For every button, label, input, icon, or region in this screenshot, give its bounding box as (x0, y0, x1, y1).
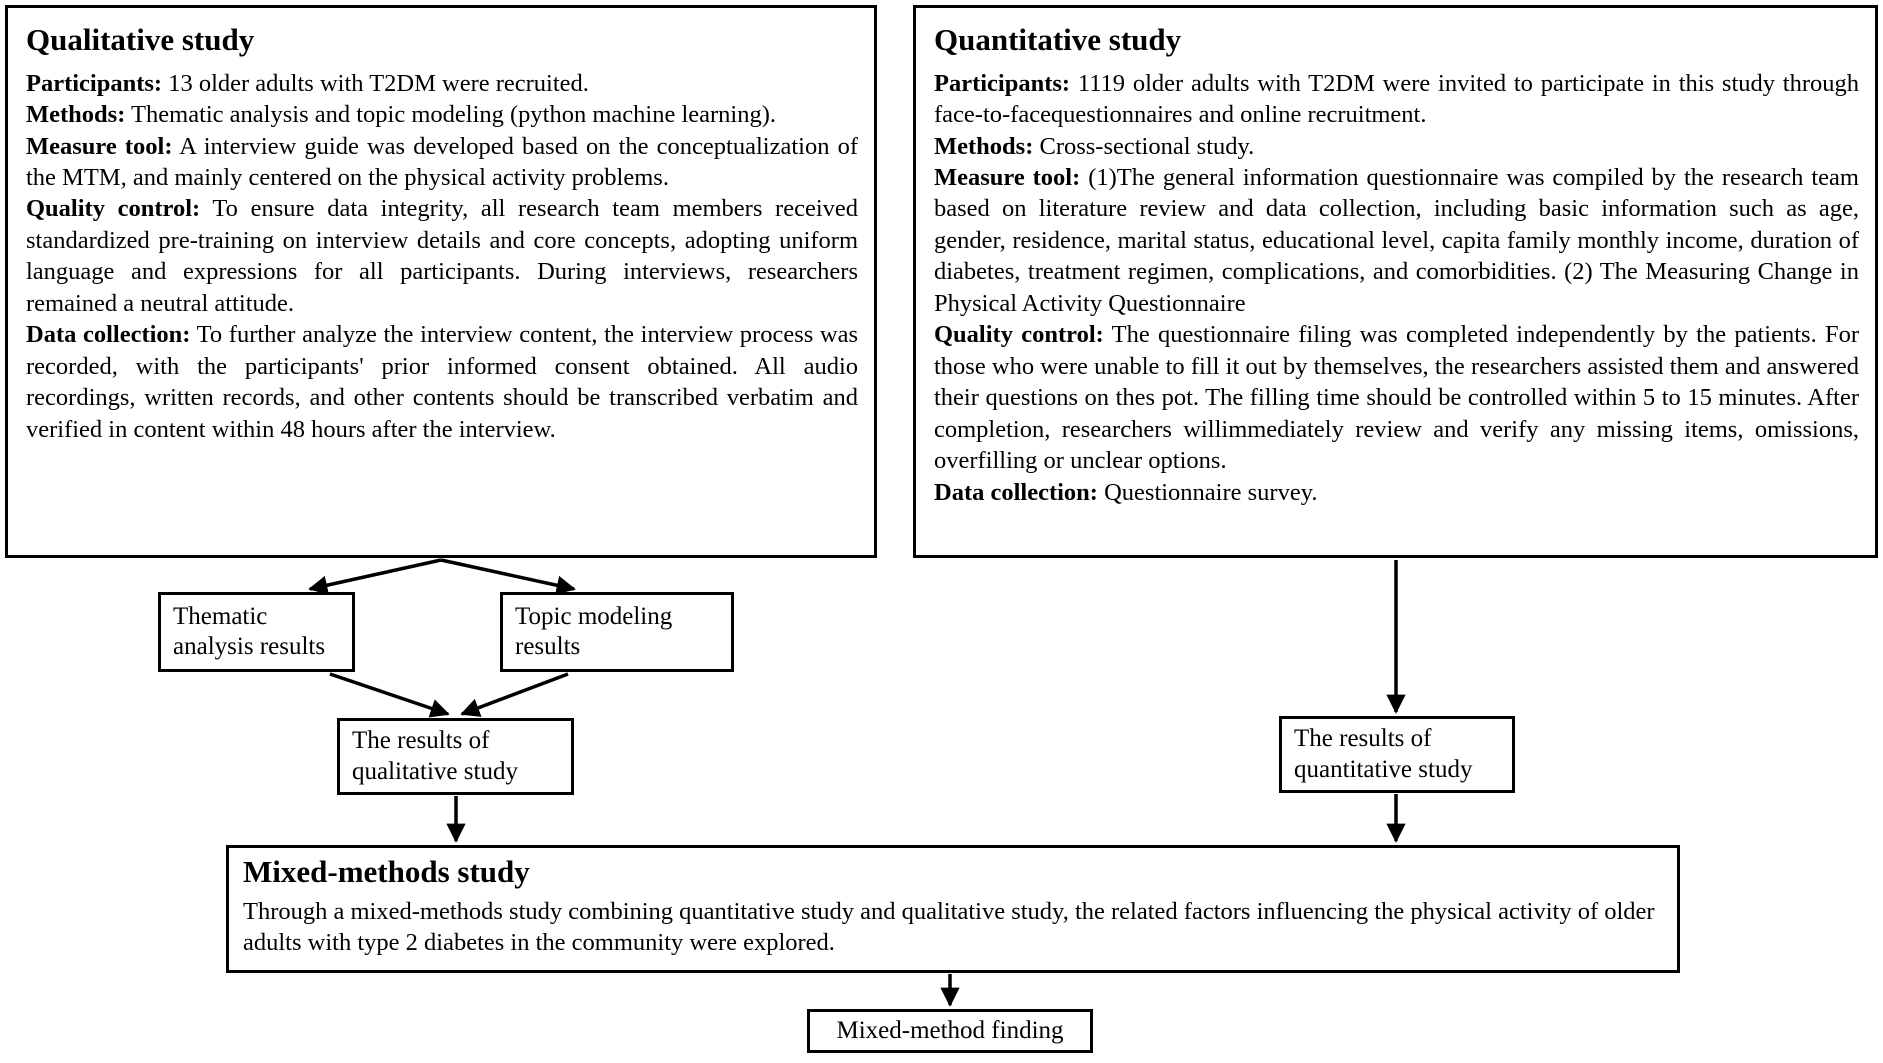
arrow-qualitative-to-thematic (308, 558, 442, 595)
quantitative-measure-tool-line: Measure tool: (1)The general information… (934, 162, 1859, 319)
quantitative-methods-label: Methods: (934, 132, 1034, 160)
quantitative-measure-tool-label: Measure tool: (934, 163, 1081, 191)
qualitative-results-label: The results of qualitative study (352, 727, 518, 785)
qualitative-study-box: Qualitative study Participants: 13 older… (5, 5, 877, 558)
qualitative-data-collection-label: Data collection: (26, 321, 191, 349)
qualitative-measure-tool-line: Measure tool: A interview guide was deve… (26, 131, 858, 194)
quantitative-quality-control-text: The questionnaire filing was completed i… (934, 321, 1859, 475)
qualitative-measure-tool-label: Measure tool: (26, 132, 173, 160)
arrow-qualitative-to-topic (440, 558, 576, 595)
quantitative-results-label: The results of quantitative study (1294, 725, 1473, 783)
topic-modeling-results-label: Topic modeling results (515, 602, 673, 661)
qualitative-methods-text: Thematic analysis and topic modeling (py… (125, 101, 777, 129)
qualitative-methods-line: Methods: Thematic analysis and topic mod… (26, 99, 858, 130)
arrow-topic-to-qualitative-results (460, 672, 569, 717)
qualitative-measure-tool-text: A interview guide was developed based on… (26, 132, 858, 191)
qualitative-quality-control-label: Quality control: (26, 195, 201, 223)
quantitative-methods-line: Methods: Cross-sectional study. (934, 131, 1859, 162)
qualitative-study-title: Qualitative study (26, 22, 255, 57)
quantitative-data-collection-text: Questionnaire survey. (1097, 478, 1318, 506)
mixed-methods-study-box: Mixed-methods study Through a mixed-meth… (226, 845, 1680, 973)
qualitative-results-box: The results of qualitative study (337, 718, 574, 795)
thematic-analysis-results-label: Thematic analysis results (173, 602, 326, 661)
mixed-methods-study-title: Mixed-methods study (243, 854, 530, 889)
mixed-method-finding-label: Mixed-method finding (836, 1017, 1064, 1044)
quantitative-participants-text: 1119 older adults with T2DM were invited… (934, 69, 1859, 129)
quantitative-results-box: The results of quantitative study (1279, 716, 1515, 793)
topic-modeling-results-box: Topic modeling results (500, 592, 734, 672)
quantitative-quality-control-label: Quality control: (934, 321, 1104, 349)
qualitative-participants-line: Participants: 13 older adults with T2DM … (26, 68, 858, 99)
quantitative-measure-tool-text: (1)The general information questionnaire… (934, 163, 1859, 317)
quantitative-study-box: Quantitative study Participants: 1119 ol… (913, 5, 1878, 558)
quantitative-participants-line: Participants: 1119 older adults with T2D… (934, 68, 1859, 131)
qualitative-participants-label: Participants: (26, 69, 163, 97)
quantitative-methods-text: Cross-sectional study. (1033, 132, 1255, 160)
mixed-methods-study-body: Through a mixed-methods study combining … (243, 897, 1655, 957)
arrow-thematic-to-qualitative-results (329, 672, 450, 718)
qualitative-data-collection-line: Data collection: To further analyze the … (26, 319, 858, 445)
qualitative-participants-text: 13 older adults with T2DM were recruited… (162, 69, 589, 97)
mixed-method-finding-box: Mixed-method finding (807, 1009, 1093, 1053)
qualitative-quality-control-line: Quality control: To ensure data integrit… (26, 193, 858, 319)
qualitative-data-collection-text: To further analyze the interview content… (26, 321, 858, 443)
qualitative-methods-label: Methods: (26, 101, 126, 129)
quantitative-participants-label: Participants: (934, 69, 1071, 97)
quantitative-data-collection-label: Data collection: (934, 478, 1098, 506)
thematic-analysis-results-box: Thematic analysis results (158, 592, 355, 672)
quantitative-data-collection-line: Data collection: Questionnaire survey. (934, 477, 1859, 508)
quantitative-study-title: Quantitative study (934, 22, 1182, 57)
qualitative-quality-control-text: To ensure data integrity, all research t… (26, 195, 858, 317)
quantitative-quality-control-line: Quality control: The questionnaire filin… (934, 319, 1859, 476)
